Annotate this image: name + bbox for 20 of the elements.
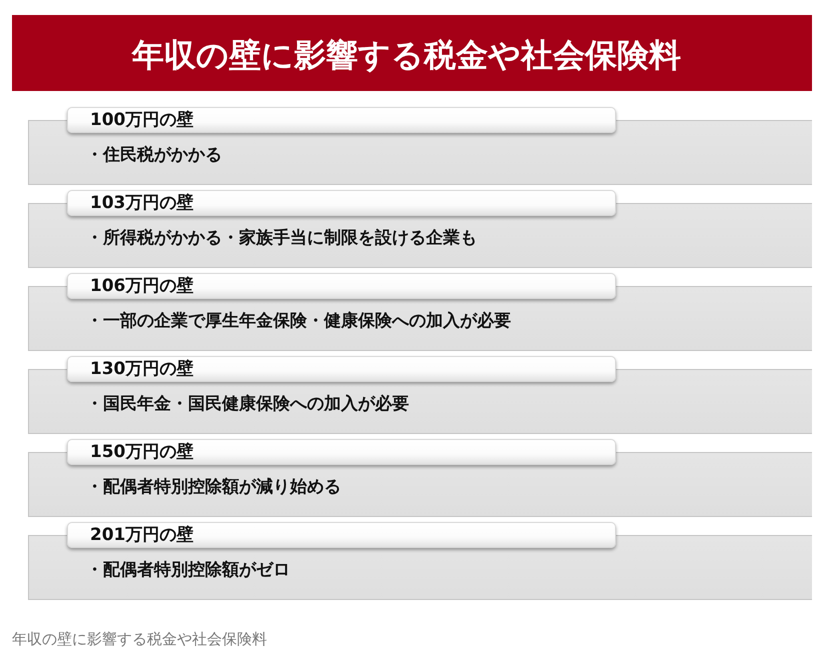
info-panel [28,190,812,268]
info-panel [28,522,812,600]
info-panel [28,107,812,185]
bullet-text: ・所得税がかかる・家族手当に制限を設ける企業も [86,227,477,249]
bullet-text: ・配偶者特別控除額が減り始める [86,476,341,498]
bullet-text: ・一部の企業で厚生年金保険・健康保険への加入が必要 [86,310,511,332]
section-tab: 100万円の壁 [67,107,616,133]
title-banner: 年収の壁に影響する税金や社会保険料 [12,15,812,91]
bullet-text: ・住民税がかかる [86,144,222,166]
bullet-text: ・配偶者特別控除額がゼロ [86,559,290,581]
section-tab: 103万円の壁 [67,190,616,216]
section-tab: 106万円の壁 [67,273,616,299]
bullet-text: ・国民年金・国民健康保険への加入が必要 [86,393,409,415]
section-tab: 201万円の壁 [67,522,616,548]
caption: 年収の壁に影響する税金や社会保険料 [12,629,267,650]
info-panel [28,439,812,517]
section-tab: 150万円の壁 [67,439,616,465]
section-tab: 130万円の壁 [67,356,616,382]
info-panel [28,273,812,351]
info-panel [28,356,812,434]
